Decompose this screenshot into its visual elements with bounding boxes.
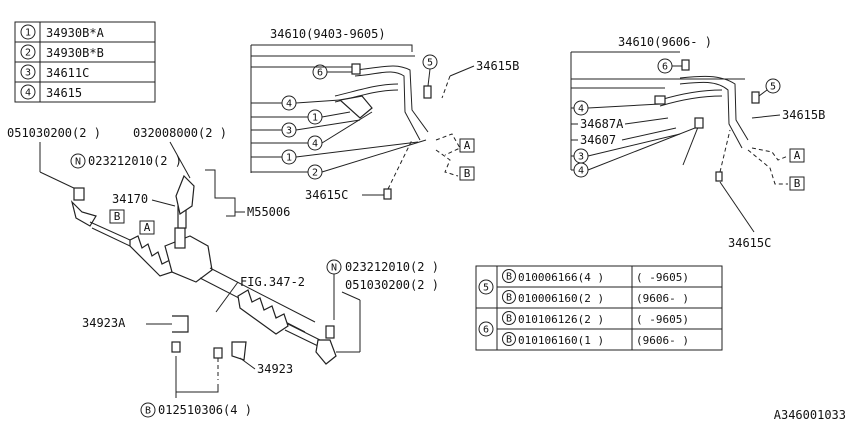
- bolt-marker-B: B: [145, 406, 151, 417]
- callout-2-early: 2: [312, 168, 318, 179]
- legend-row-3: 3 34611C: [20, 64, 89, 80]
- bolt-range-6b: (9606- ): [636, 334, 689, 347]
- callout-1a-early: 1: [312, 113, 318, 124]
- bolt-prefix-6a: B: [506, 314, 512, 325]
- label-34687A: 34687A: [580, 117, 624, 131]
- legend-num-3: 3: [25, 68, 31, 79]
- bolt-prefix-6b: B: [506, 335, 512, 346]
- callout-3-early: 3: [286, 126, 292, 137]
- legend-num-1: 1: [25, 28, 31, 39]
- label-M55006: M55006: [247, 205, 290, 219]
- nut-marker-right: N: [331, 263, 337, 274]
- legend-code-4: 34615: [46, 86, 82, 100]
- label-051030200-right: 051030200(2 ): [345, 278, 439, 292]
- legend-table: 1 34930B*A 2 34930B*B 3 34611C 4 34615: [14, 21, 156, 103]
- bolt-part-5b: 010006160(2 ): [518, 292, 604, 305]
- steering-gearbox: 051030200(2 ) 032008000(2 ) N 023212010(…: [7, 126, 439, 418]
- bolt-prefix-5a: B: [506, 272, 512, 283]
- callout-3-late: 3: [578, 152, 584, 163]
- bolt-part-6b: 010106160(1 ): [518, 334, 604, 347]
- diagram-code: A346001033: [774, 408, 846, 422]
- legend-row-1: 1 34930B*A: [20, 24, 105, 40]
- bolt-part-6a: 010106126(2 ): [518, 313, 604, 326]
- label-34615B-early: 34615B: [476, 59, 519, 73]
- legend-row-4: 4 34615: [20, 84, 82, 100]
- legend-row-2: 2 34930B*B: [20, 44, 104, 60]
- legend-num-4: 4: [25, 88, 31, 99]
- ref-A-gear: A: [144, 221, 151, 234]
- nut-marker-left: N: [75, 157, 81, 168]
- callout-4b-early: 4: [312, 139, 318, 150]
- callout-6-late: 6: [662, 62, 668, 73]
- callout-4a-late: 4: [578, 104, 584, 115]
- label-023212010-right: 023212010(2 ): [345, 260, 439, 274]
- label-34607: 34607: [580, 133, 616, 147]
- ref-B-early: B: [464, 167, 471, 180]
- bolt-table: 5 6 B 010006166(4 ) ( -9605) B 010006160…: [475, 265, 723, 351]
- ref-B-late: B: [794, 177, 801, 190]
- callout-5-late: 5: [770, 82, 776, 93]
- ref-B-gear: B: [114, 210, 121, 223]
- bolt-range-5b: (9606- ): [636, 292, 689, 305]
- label-023212010-left: 023212010(2 ): [88, 154, 182, 168]
- legend-num-2: 2: [25, 48, 31, 59]
- callout-6-early: 6: [317, 68, 323, 79]
- hose-assembly-late: 34610(9606- ) 6 5 34615B 4 34687A 3: [570, 35, 825, 250]
- legend-code-2: 34930B*B: [46, 46, 104, 60]
- callout-4a-early: 4: [286, 99, 292, 110]
- legend-code-1: 34930B*A: [46, 26, 105, 40]
- bolt-group-6: 6: [483, 325, 489, 336]
- callout-4b-late: 4: [578, 166, 584, 177]
- bolt-part-5a: 010006166(4 ): [518, 271, 604, 284]
- ref-A-late: A: [794, 149, 801, 162]
- callout-1b-early: 1: [286, 153, 292, 164]
- ref-A-early: A: [464, 139, 471, 152]
- label-34615C-early: 34615C: [305, 188, 348, 202]
- label-34923A: 34923A: [82, 316, 126, 330]
- label-032008000: 032008000(2 ): [133, 126, 227, 140]
- label-34610-late: 34610(9606- ): [618, 35, 712, 49]
- label-34615B-late: 34615B: [782, 108, 825, 122]
- callout-5-early: 5: [427, 58, 433, 69]
- legend-code-3: 34611C: [46, 66, 89, 80]
- label-34615C-late: 34615C: [728, 236, 771, 250]
- bolt-range-5a: ( -9605): [636, 271, 689, 284]
- label-34610-early: 34610(9403-9605): [270, 27, 386, 41]
- bolt-group-5: 5: [483, 283, 489, 294]
- label-051030200-left: 051030200(2 ): [7, 126, 101, 140]
- label-fig-347-2: FIG.347-2: [240, 275, 305, 289]
- label-34170: 34170: [112, 192, 148, 206]
- hose-assembly-early: 34610(9403-9605) 6 5 34615B 4 1: [250, 27, 519, 202]
- bolt-prefix-5b: B: [506, 293, 512, 304]
- label-34923: 34923: [257, 362, 293, 376]
- bolt-range-6a: ( -9605): [636, 313, 689, 326]
- label-012510306: 012510306(4 ): [158, 403, 252, 417]
